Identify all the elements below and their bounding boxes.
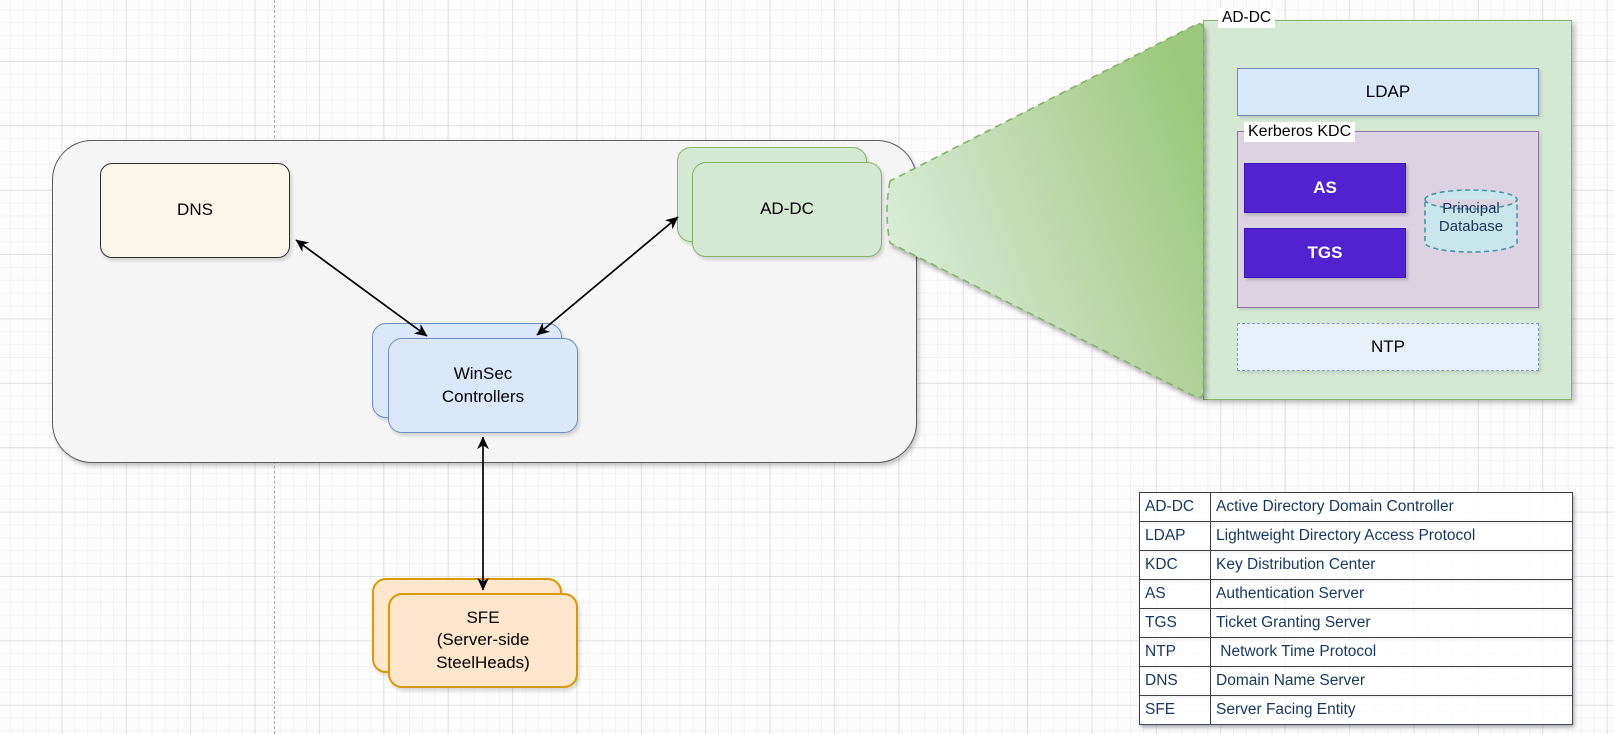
legend-definition-cell: Key Distribution Center [1216,556,1376,573]
zoom-cone [886,22,1205,399]
dns-label: DNS [177,200,213,220]
legend-row: AD-DC Active Directory Domain Controller [1140,493,1572,521]
sfe-label: SFE (Server-side SteelHeads) [436,608,530,672]
legend-definition-cell: Lightweight Directory Access Protocol [1216,527,1476,544]
legend-definition-cell: Network Time Protocol [1216,643,1377,660]
tgs-box: TGS [1244,228,1406,278]
legend-row: DNS Domain Name Server [1140,666,1572,695]
ldap-label: LDAP [1365,82,1411,101]
legend-definition-cell: Active Directory Domain Controller [1216,498,1454,515]
legend-row: NTP Network Time Protocol [1140,637,1572,666]
legend-abbr-cell: AD-DC [1140,493,1211,521]
winsec-label: WinSec Controllers [441,364,525,406]
cylinder-shape [1424,189,1518,253]
legend-row: TGS Ticket Granting Server [1140,608,1572,637]
ntp-box: NTP [1237,323,1539,371]
detail-title-label: AD-DC [1218,8,1276,28]
legend-abbr-cell: LDAP [1140,522,1211,550]
legend-row: AS Authentication Server [1140,579,1572,608]
legend-row: SFE Server Facing Entity [1140,695,1572,724]
ad-dc-node: AD-DC [692,162,882,257]
tgs-label: TGS [1307,243,1343,262]
as-box: AS [1244,163,1406,213]
dns-node: DNS [100,163,290,258]
as-label: AS [1313,178,1337,197]
legend-table: AD-DC Active Directory Domain Controller… [1139,492,1573,725]
legend-definition-cell: Server Facing Entity [1216,701,1356,718]
principal-database-cylinder: Principal Database [1423,188,1519,254]
legend-row: KDC Key Distribution Center [1140,550,1572,579]
principal-database-label: Principal Database [1438,200,1504,235]
legend-abbr-cell: DNS [1140,667,1211,695]
ntp-label: NTP [1371,337,1405,356]
legend-definition-cell: Domain Name Server [1216,672,1366,689]
legend-abbr-cell: NTP [1140,638,1211,666]
ldap-box: LDAP [1237,68,1539,116]
legend-abbr-cell: AS [1140,580,1211,608]
legend-definition-cell: Authentication Server [1216,585,1365,602]
ad-dc-label: AD-DC [760,199,814,219]
winsec-node: WinSec Controllers [388,338,578,433]
legend-abbr-cell: SFE [1140,696,1211,724]
kerberos-kdc-label: Kerberos KDC [1244,122,1356,142]
ad-dc-detail-panel: AD-DC LDAP Kerberos KDC AS TGS Principal… [1203,8,1572,400]
legend-definition-cell: Ticket Granting Server [1216,614,1371,631]
legend-abbr-cell: KDC [1140,551,1211,579]
sfe-node: SFE (Server-side SteelHeads) [388,593,578,688]
legend-row: LDAP Lightweight Directory Access Protoc… [1140,521,1572,550]
legend-abbr-cell: TGS [1140,609,1211,637]
